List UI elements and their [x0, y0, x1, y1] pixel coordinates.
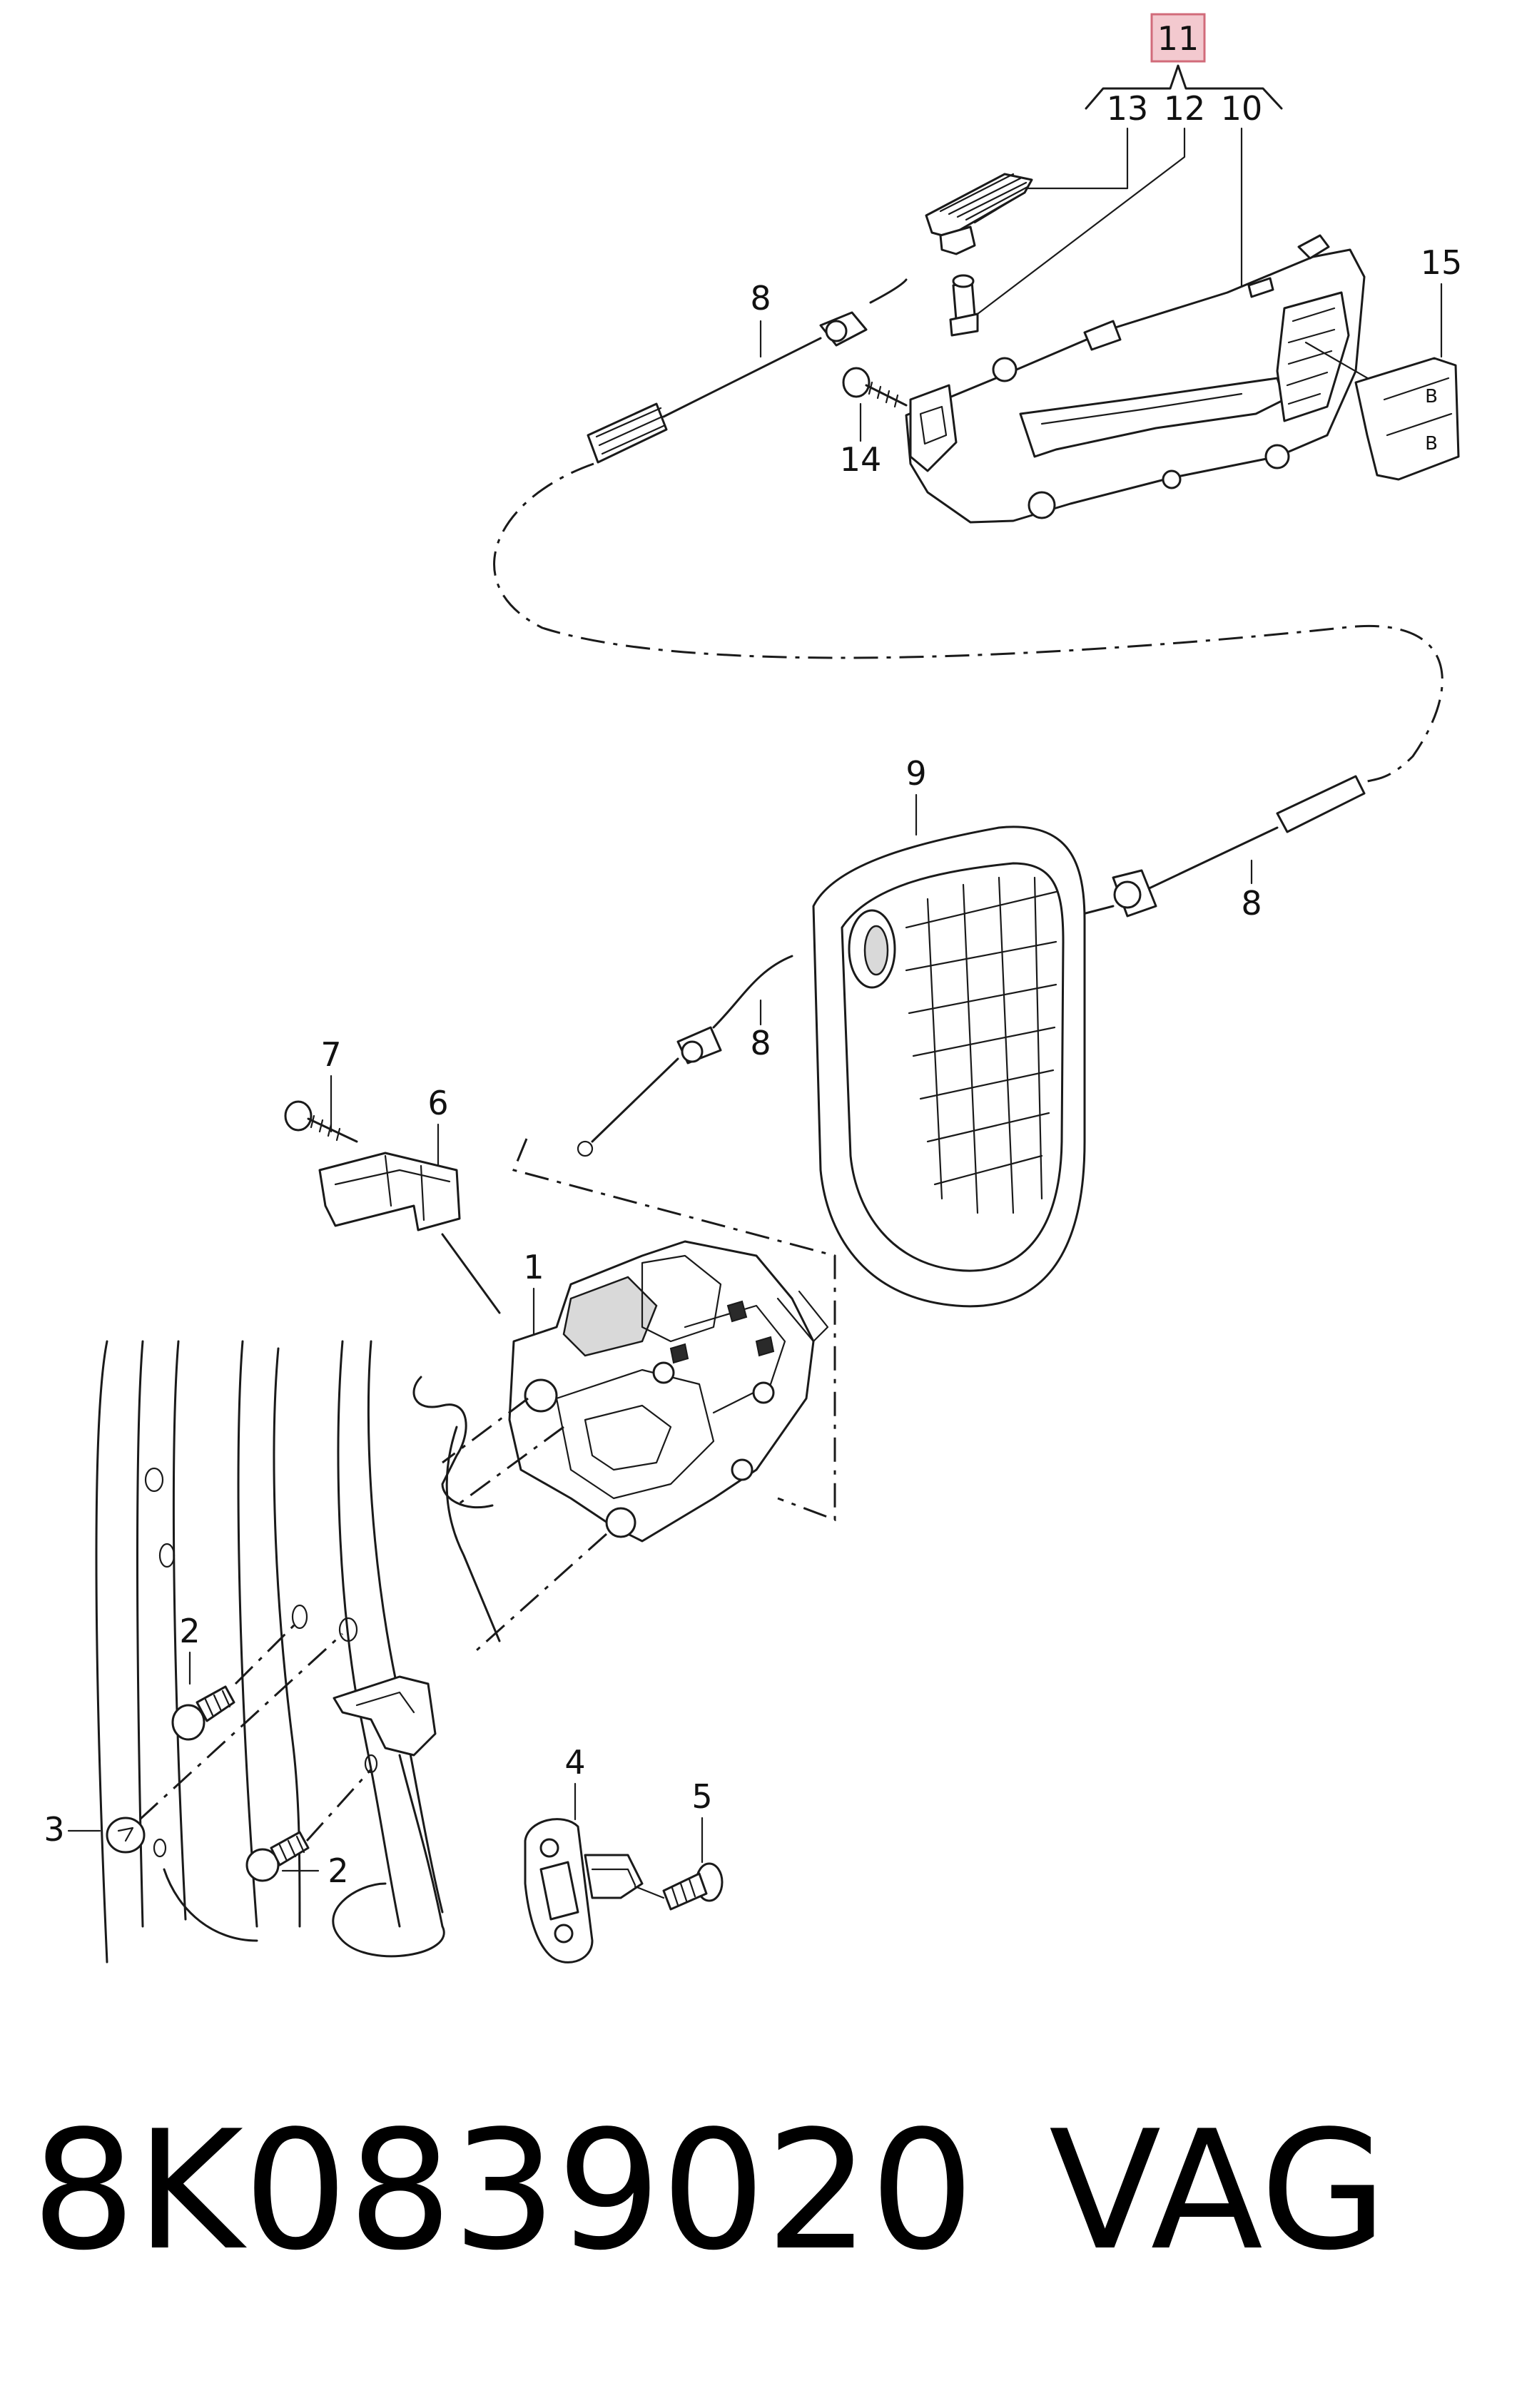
door-frame-panel [95, 1340, 501, 1964]
leader-4-link [634, 1885, 665, 1899]
cable-routing-loop [493, 462, 1444, 786]
lock-assembly-outline [512, 1138, 836, 1522]
callout-8-upper: 8 [750, 279, 771, 317]
leader-15-link [1304, 341, 1371, 381]
callout-group-11: 11 13 12 10 [976, 13, 1283, 315]
svg-text:B: B [1425, 433, 1438, 454]
part-7-screw: 7 [284, 1035, 358, 1143]
callout-5: 5 [691, 1777, 712, 1816]
callout-10: 10 [1221, 89, 1263, 128]
leader-12 [976, 127, 1186, 315]
part-12-clip [949, 274, 979, 337]
callout-2-lower: 2 [328, 1851, 348, 1890]
leader-13 [1026, 127, 1129, 190]
callout-4: 4 [564, 1743, 585, 1782]
callout-13: 13 [1107, 89, 1149, 128]
callout-7: 7 [320, 1035, 341, 1074]
callout-11: 11 [1157, 19, 1199, 58]
part-6-bracket: 6 [318, 1084, 501, 1314]
part-15-switch-module: 15 B B [1304, 243, 1463, 481]
alignment-line-screw-2 [234, 1618, 301, 1685]
callout-14: 14 [840, 440, 882, 479]
footer-brand: VAG [1049, 2096, 1387, 2287]
part-2-screw-lower: 2 [245, 1768, 372, 1890]
part-5-screw: 5 [662, 1777, 724, 1911]
callout-8-right: 8 [1241, 884, 1262, 923]
part-2-screw-upper: 2 [171, 1612, 301, 1741]
alignment-line-cap-3 [138, 1632, 344, 1821]
alignment-line-upper [442, 1397, 529, 1464]
callout-12: 12 [1164, 89, 1206, 128]
alignment-line-lower [470, 1533, 608, 1657]
part-1-door-lock: 1 [442, 1240, 829, 1657]
part-8-cable-upper: 8 [587, 278, 908, 464]
part-10-inner-handle [905, 234, 1366, 524]
part-14-screw: 14 [840, 367, 908, 479]
part-4-striker-plate: 4 [524, 1743, 665, 1964]
svg-text:B: B [1425, 386, 1438, 407]
footer-part-number: 8K0839020 [31, 2096, 975, 2287]
callout-8-lower: 8 [750, 1024, 771, 1062]
alignment-line-middle [456, 1426, 564, 1507]
part-13-handle-trim [925, 173, 1033, 255]
callout-3: 3 [44, 1810, 64, 1849]
bracket-11 [1085, 64, 1283, 110]
callout-15: 15 [1421, 243, 1463, 282]
callout-9: 9 [905, 754, 926, 793]
callout-6: 6 [427, 1084, 448, 1122]
callout-1: 1 [523, 1248, 544, 1286]
part-3-cap: 3 [44, 1632, 344, 1854]
callout-11-highlight-box [1150, 13, 1206, 63]
callout-2-upper: 2 [179, 1612, 200, 1650]
alignment-line-screw-2-lower [305, 1768, 372, 1842]
part-8-cable-lower: 8 [577, 955, 793, 1157]
part-9-seal-panel: 9 [812, 754, 1086, 1308]
